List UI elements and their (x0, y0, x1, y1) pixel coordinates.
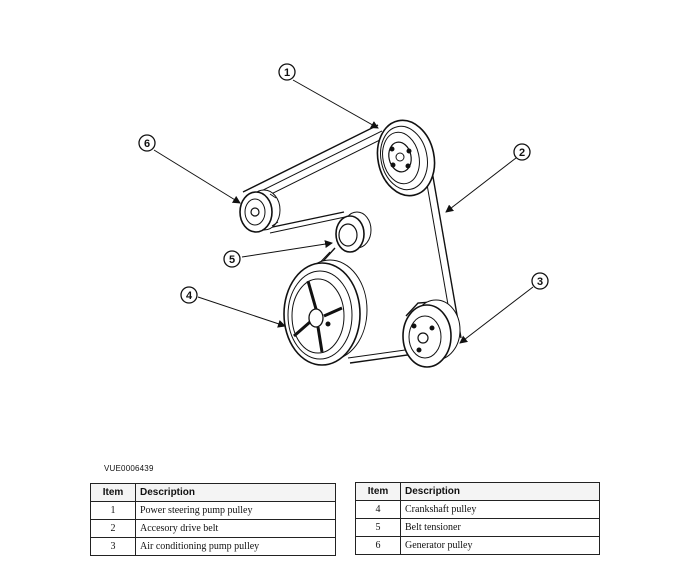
table-row: 6 Generator pulley (355, 536, 600, 555)
item-number: 5 (355, 518, 401, 537)
item-description: Air conditioning pump pulley (135, 537, 336, 556)
figure-id: VUE0006439 (104, 464, 154, 473)
item-number: 6 (355, 536, 401, 555)
item-number: 4 (355, 500, 401, 519)
generator-pulley (239, 189, 281, 233)
leader-lines (153, 79, 534, 344)
callout-3: 3 (531, 272, 549, 290)
legend-table-right: Item Description 4 Crankshaft pulley 5 B… (355, 482, 600, 555)
item-description: Accesory drive belt (135, 519, 336, 538)
item-description: Belt tensioner (400, 518, 600, 537)
svg-text:4: 4 (186, 290, 193, 302)
svg-text:2: 2 (519, 147, 525, 159)
legend-header-row: Item Description (90, 483, 336, 502)
table-row: 3 Air conditioning pump pulley (90, 537, 336, 556)
item-number: 2 (90, 519, 136, 538)
crankshaft-pulley (283, 259, 368, 366)
power-steering-pump-pulley (376, 119, 436, 197)
table-row: 5 Belt tensioner (355, 518, 600, 537)
table-row: 4 Crankshaft pulley (355, 500, 600, 519)
item-description: Generator pulley (400, 536, 600, 555)
belt-tensioner (335, 211, 372, 253)
callout-2: 2 (513, 143, 531, 161)
legend-table-left: Item Description 1 Power steering pump p… (90, 483, 336, 556)
air-conditioning-pump-pulley (402, 299, 461, 368)
callout-6: 6 (138, 134, 156, 152)
callout-1: 1 (278, 63, 296, 81)
table-row: 1 Power steering pump pulley (90, 501, 336, 520)
svg-text:6: 6 (144, 138, 150, 150)
header-item: Item (90, 483, 136, 502)
item-description: Crankshaft pulley (400, 500, 600, 519)
header-item: Item (355, 482, 401, 501)
callout-5: 5 (223, 250, 241, 268)
table-row: 2 Accesory drive belt (90, 519, 336, 538)
legend-header-row: Item Description (355, 482, 600, 501)
callout-4: 4 (180, 286, 198, 304)
header-description: Description (135, 483, 336, 502)
item-number: 1 (90, 501, 136, 520)
svg-text:1: 1 (284, 67, 290, 79)
header-description: Description (400, 482, 600, 501)
svg-text:5: 5 (229, 254, 235, 266)
belt-routing-diagram: 1 2 3 4 5 6 (138, 63, 549, 368)
item-description: Power steering pump pulley (135, 501, 336, 520)
svg-text:3: 3 (537, 276, 543, 288)
item-number: 3 (90, 537, 136, 556)
